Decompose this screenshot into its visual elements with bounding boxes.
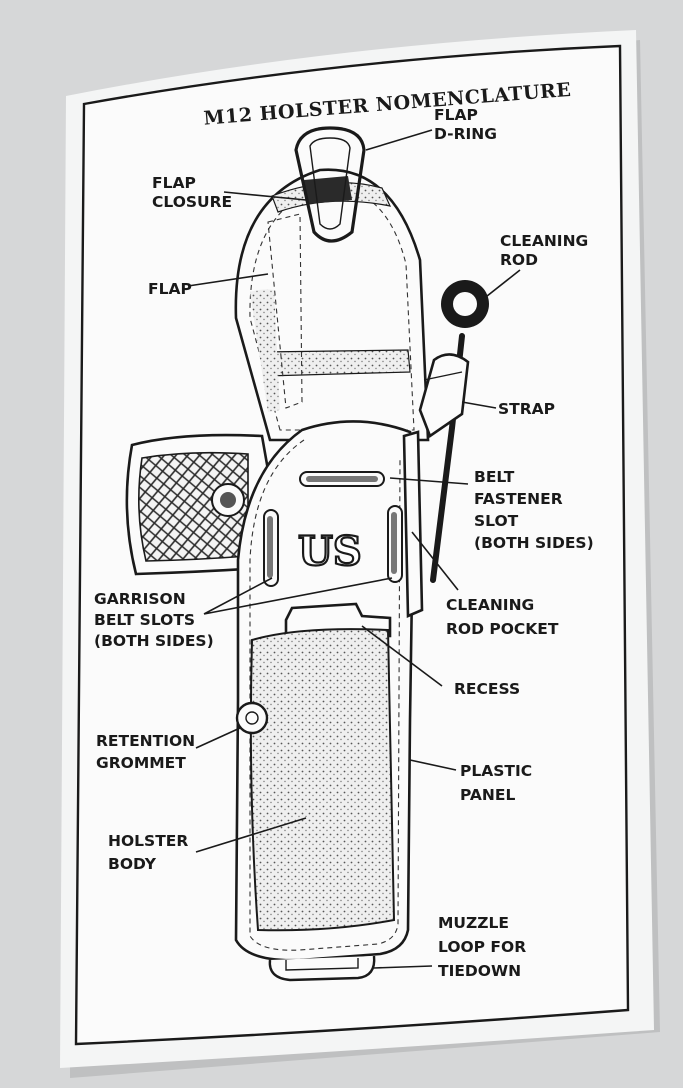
label-strap: STRAP: [498, 400, 555, 418]
label-retention-grommet: RETENTION GROMMET: [96, 732, 201, 772]
flap-drawing: [234, 168, 430, 442]
d-ring-drawing: [294, 126, 366, 243]
label-garrison-belt-slots: GARRISON BELT SLOTS (BOTH SIDES): [94, 590, 214, 650]
label-flap: FLAP: [148, 280, 192, 298]
holster-illustration: US: [125, 126, 489, 982]
strap-drawing: [418, 353, 470, 439]
label-cleaning-rod: CLEANING ROD: [500, 232, 594, 269]
label-belt-fastener-slot: BELT FASTENER SLOT (BOTH SIDES): [474, 468, 594, 552]
label-flap-closure: FLAP CLOSURE: [152, 174, 232, 211]
leader-lines: [187, 129, 521, 969]
label-recess: RECESS: [454, 680, 520, 698]
label-flap-d-ring: FLAP D-RING: [434, 106, 497, 143]
label-plastic-panel: PLASTIC PANEL: [460, 762, 538, 804]
label-muzzle-loop: MUZZLE LOOP FOR TIEDOWN: [438, 914, 532, 980]
label-holster-body: HOLSTER BODY: [108, 832, 194, 873]
pistol-grip-drawing: [125, 433, 270, 576]
label-cleaning-rod-pocket: CLEANING ROD POCKET: [446, 596, 559, 638]
labels: FLAP D-RING FLAP CLOSURE CLEANING ROD FL…: [94, 106, 594, 980]
holster-body-drawing: US: [234, 420, 424, 982]
us-mark: US: [298, 528, 362, 575]
